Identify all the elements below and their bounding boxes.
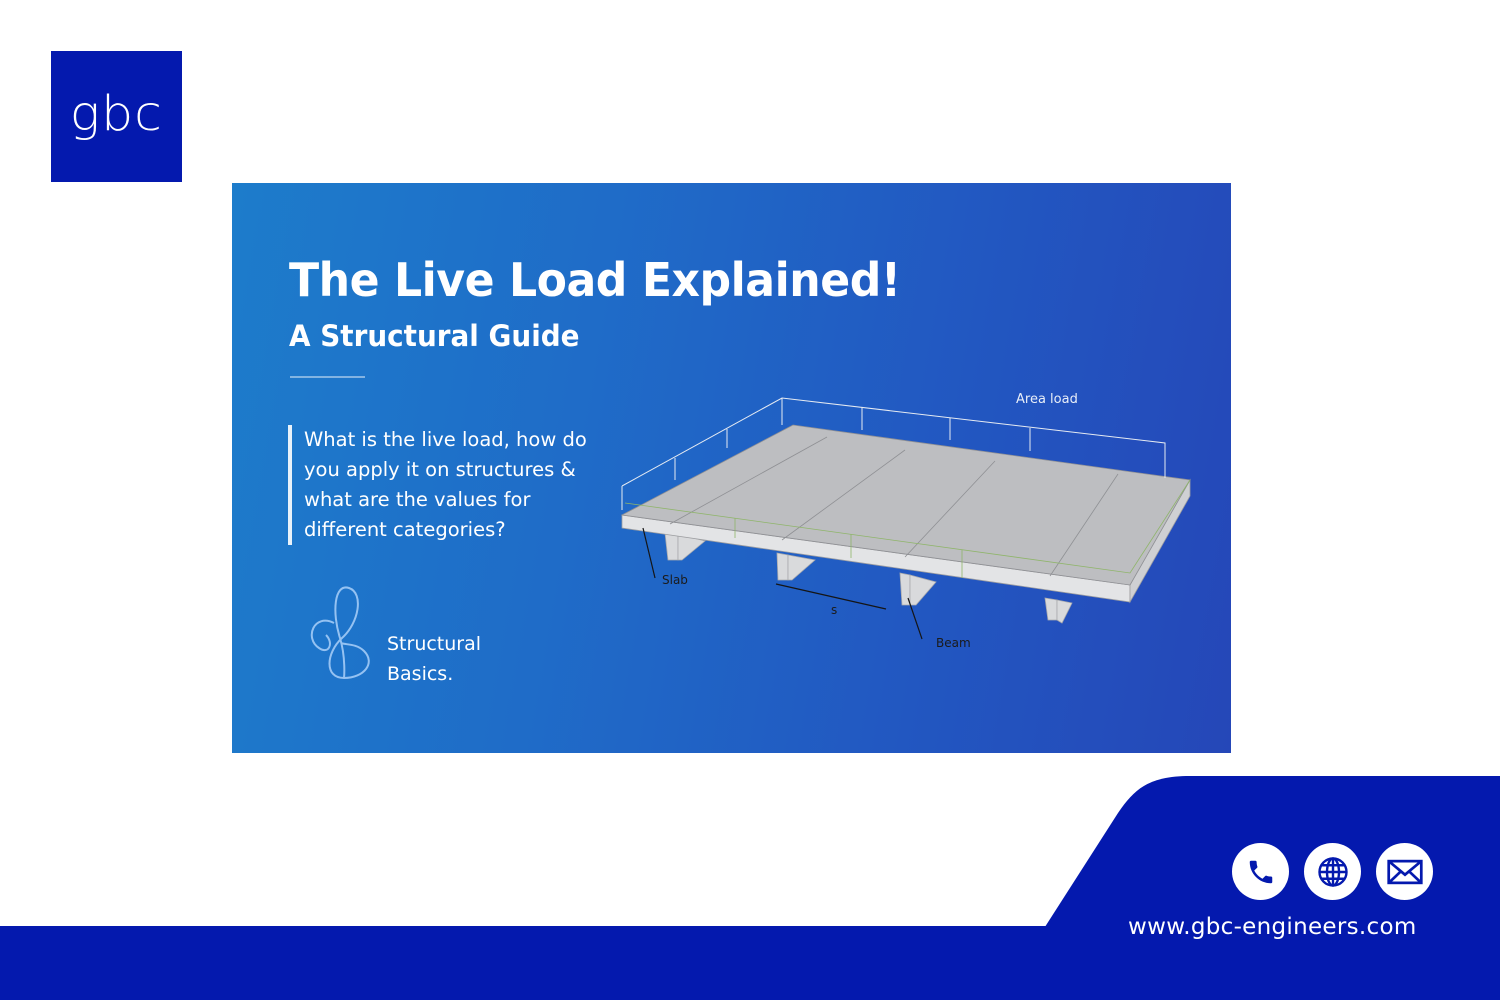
question-line: What is the live load, how do — [304, 428, 587, 451]
structural-basics-logo-icon — [310, 586, 370, 680]
phone-icon — [1249, 860, 1272, 883]
gbc-logo[interactable]: gbc — [51, 51, 182, 182]
banner-question: What is the live load, how do you apply … — [288, 425, 618, 545]
logo-text: gbc — [69, 85, 164, 142]
banner-title: The Live Load Explained! — [289, 253, 901, 307]
title-divider — [290, 376, 365, 378]
email-button[interactable] — [1376, 843, 1433, 900]
globe-icon — [1317, 856, 1348, 887]
website-button[interactable] — [1304, 843, 1361, 900]
banner-subtitle: A Structural Guide — [289, 319, 580, 353]
website-link[interactable]: www.gbc-engineers.com — [1128, 914, 1417, 940]
question-line: what are the values for — [304, 488, 531, 511]
phone-button[interactable] — [1232, 843, 1289, 900]
question-line: you apply it on structures & — [304, 458, 576, 481]
slab-illustration — [620, 397, 1191, 640]
structural-basics-text: Structural Basics. — [387, 633, 482, 685]
slab-beam-diagram: Area load Slab s Beam — [610, 388, 1200, 658]
footer-band — [0, 926, 1500, 1000]
slab-label: Slab — [662, 573, 688, 587]
mail-icon — [1386, 859, 1423, 884]
beam-label: Beam — [936, 636, 971, 650]
area-load-label: Area load — [1016, 392, 1078, 407]
article-banner: The Live Load Explained! A Structural Gu… — [232, 183, 1231, 753]
spacing-label: s — [831, 603, 838, 617]
contact-icons — [1232, 843, 1433, 900]
question-line: different categories? — [304, 518, 506, 541]
